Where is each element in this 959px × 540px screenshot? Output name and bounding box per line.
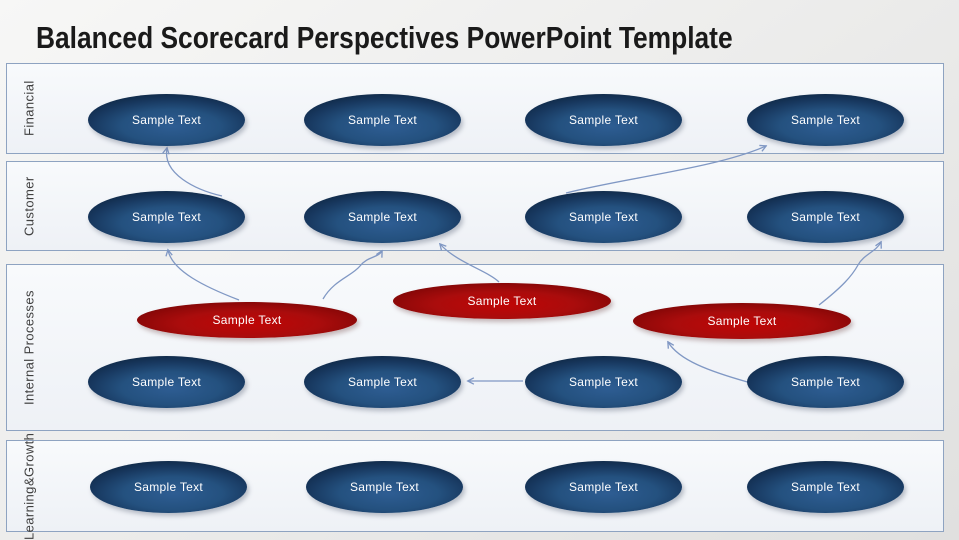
- shape-label: Sample Text: [568, 210, 639, 224]
- learning-ellipse-1: Sample Text: [90, 461, 247, 513]
- shape-label: Sample Text: [133, 480, 204, 494]
- learning-ellipse-3: Sample Text: [525, 461, 682, 513]
- shape-label: Sample Text: [347, 113, 418, 127]
- learning-ellipse-2: Sample Text: [306, 461, 463, 513]
- internal-red-ellipse-2: Sample Text: [393, 283, 611, 319]
- financial-ellipse-1: Sample Text: [88, 94, 245, 146]
- shape-label: Sample Text: [131, 113, 202, 127]
- financial-ellipse-2: Sample Text: [304, 94, 461, 146]
- band-customer-label: Customer: [21, 176, 37, 236]
- shape-label: Sample Text: [790, 113, 861, 127]
- shape-label: Sample Text: [131, 375, 202, 389]
- internal-ellipse-1: Sample Text: [88, 356, 245, 408]
- band-internal-processes-label: Internal Processes: [21, 290, 37, 405]
- shape-label: Sample Text: [790, 210, 861, 224]
- learning-ellipse-4: Sample Text: [747, 461, 904, 513]
- band-learning-growth-label-line: Learning: [21, 485, 37, 540]
- internal-ellipse-3: Sample Text: [525, 356, 682, 408]
- shape-label: Sample Text: [212, 313, 282, 327]
- shape-label: Sample Text: [131, 210, 202, 224]
- financial-ellipse-4: Sample Text: [747, 94, 904, 146]
- customer-ellipse-3: Sample Text: [525, 191, 682, 243]
- shape-label: Sample Text: [707, 314, 777, 328]
- shape-label: Sample Text: [467, 294, 537, 308]
- band-learning-growth-label-line: Growth: [21, 432, 37, 477]
- slide-title: Balanced Scorecard Perspectives PowerPoi…: [36, 20, 733, 55]
- shape-label: Sample Text: [568, 480, 639, 494]
- band-learning-growth-label-line: &: [21, 476, 37, 486]
- internal-red-ellipse-1: Sample Text: [137, 302, 357, 338]
- shape-label: Sample Text: [347, 375, 418, 389]
- customer-ellipse-4: Sample Text: [747, 191, 904, 243]
- shape-label: Sample Text: [347, 210, 418, 224]
- internal-red-ellipse-3: Sample Text: [633, 303, 851, 339]
- financial-ellipse-3: Sample Text: [525, 94, 682, 146]
- customer-ellipse-2: Sample Text: [304, 191, 461, 243]
- shape-label: Sample Text: [349, 480, 420, 494]
- band-financial-label: Financial: [21, 80, 37, 137]
- shape-label: Sample Text: [568, 113, 639, 127]
- customer-ellipse-1: Sample Text: [88, 191, 245, 243]
- shape-label: Sample Text: [790, 480, 861, 494]
- internal-ellipse-2: Sample Text: [304, 356, 461, 408]
- shape-label: Sample Text: [790, 375, 861, 389]
- band-learning-growth-label: Learning & Growth: [9, 432, 51, 539]
- internal-ellipse-4: Sample Text: [747, 356, 904, 408]
- shape-label: Sample Text: [568, 375, 639, 389]
